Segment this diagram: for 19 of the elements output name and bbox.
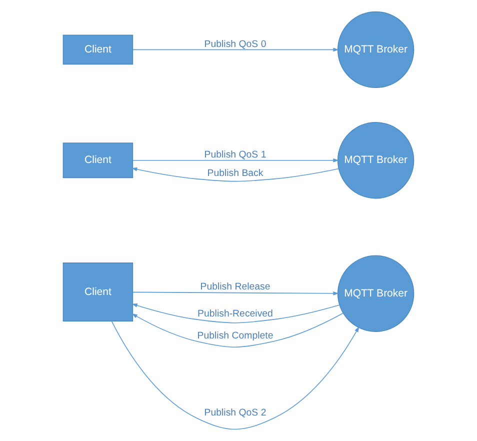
- edge-label: Publish-Received: [198, 308, 273, 320]
- edge-label: Publish QoS 0: [204, 38, 266, 50]
- edge-label: Publish QoS 2: [204, 407, 266, 418]
- node-box: Client: [62, 262, 134, 322]
- node-circle: MQTT Broker: [337, 11, 414, 88]
- node-circle: MQTT Broker: [337, 122, 414, 199]
- arrow: [131, 167, 339, 182]
- arrow: [132, 291, 339, 296]
- arrow: [132, 312, 344, 348]
- arrow: [132, 158, 339, 162]
- arrow: [111, 320, 360, 430]
- edge-label: Publish Complete: [197, 330, 274, 342]
- node-box: Client: [62, 34, 134, 65]
- arrow: [132, 304, 340, 324]
- node-box: Client: [62, 142, 134, 178]
- edge-label: Publish Back: [207, 168, 264, 180]
- edge-label: Publish QoS 1: [204, 150, 266, 161]
- edge-label: Publish Release: [200, 281, 270, 292]
- arrow: [132, 48, 339, 52]
